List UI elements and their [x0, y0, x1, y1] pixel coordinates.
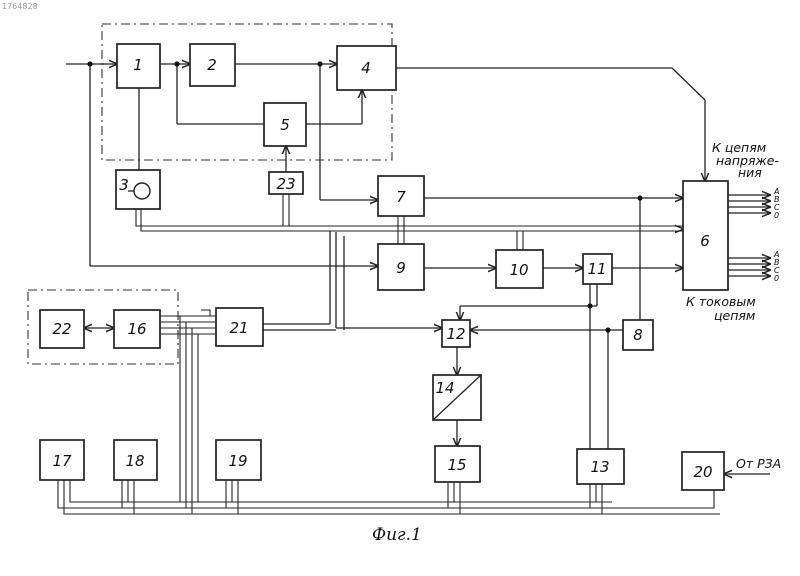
- block-11[interactable]: 11: [583, 254, 612, 284]
- svg-text:8: 8: [633, 326, 643, 344]
- svg-text:20: 20: [693, 463, 712, 481]
- block-19[interactable]: 19: [216, 440, 261, 480]
- svg-text:1: 1: [133, 56, 143, 74]
- svg-text:7: 7: [396, 188, 406, 206]
- svg-text:0: 0: [774, 274, 779, 283]
- junction-dots: [87, 61, 642, 332]
- svg-text:10: 10: [509, 261, 528, 279]
- svg-text:0: 0: [774, 211, 779, 220]
- block-13[interactable]: 13: [577, 449, 624, 484]
- svg-text:21: 21: [229, 319, 248, 337]
- svg-text:5: 5: [280, 116, 290, 134]
- figure-caption: Фиг.1: [372, 525, 422, 545]
- svg-text:2: 2: [207, 56, 217, 74]
- svg-text:17: 17: [52, 452, 72, 470]
- svg-text:23: 23: [276, 175, 295, 193]
- block-6-outputs: [728, 195, 770, 276]
- block-8[interactable]: 8: [623, 320, 653, 350]
- block-3[interactable]: 3: [116, 170, 160, 209]
- svg-text:19: 19: [228, 452, 247, 470]
- phase-labels-top: A B C 0: [773, 187, 780, 220]
- block-5[interactable]: 5: [264, 103, 306, 146]
- block-20[interactable]: 20: [682, 452, 724, 490]
- svg-text:18: 18: [125, 452, 144, 470]
- voltage-label-line3: ния: [738, 165, 762, 180]
- block-10[interactable]: 10: [496, 250, 543, 288]
- block-2[interactable]: 2: [190, 44, 235, 86]
- block-6[interactable]: 6: [683, 181, 728, 290]
- svg-text:6: 6: [700, 232, 710, 250]
- current-label-line1: К токовым: [686, 294, 756, 309]
- svg-text:13: 13: [590, 458, 609, 476]
- block-7[interactable]: 7: [378, 176, 424, 216]
- svg-text:4: 4: [361, 59, 371, 77]
- svg-text:14: 14: [435, 379, 454, 397]
- block-18[interactable]: 18: [114, 440, 157, 480]
- rza-label: От РЗА: [736, 456, 781, 471]
- svg-text:22: 22: [52, 320, 71, 338]
- block-1[interactable]: 1: [117, 44, 160, 88]
- block-14[interactable]: 14: [433, 375, 481, 420]
- svg-text:16: 16: [127, 320, 146, 338]
- block-15[interactable]: 15: [435, 446, 480, 482]
- svg-text:15: 15: [447, 456, 466, 474]
- block-22[interactable]: 22: [40, 310, 84, 348]
- svg-text:12: 12: [446, 325, 465, 343]
- svg-text:11: 11: [587, 260, 606, 278]
- header-code: 1764828: [2, 2, 38, 11]
- block-23[interactable]: 23: [269, 172, 303, 194]
- block-12[interactable]: 12: [442, 320, 470, 347]
- phase-labels-bottom: A B C 0: [773, 250, 780, 283]
- block-17[interactable]: 17: [40, 440, 84, 480]
- block-16[interactable]: 16: [114, 310, 160, 348]
- svg-text:9: 9: [396, 259, 406, 277]
- block-9[interactable]: 9: [378, 244, 424, 290]
- current-label-line2: цепям: [714, 308, 755, 323]
- block-21[interactable]: 21: [216, 308, 263, 346]
- svg-text:3: 3: [119, 176, 129, 194]
- block-4[interactable]: 4: [337, 46, 396, 90]
